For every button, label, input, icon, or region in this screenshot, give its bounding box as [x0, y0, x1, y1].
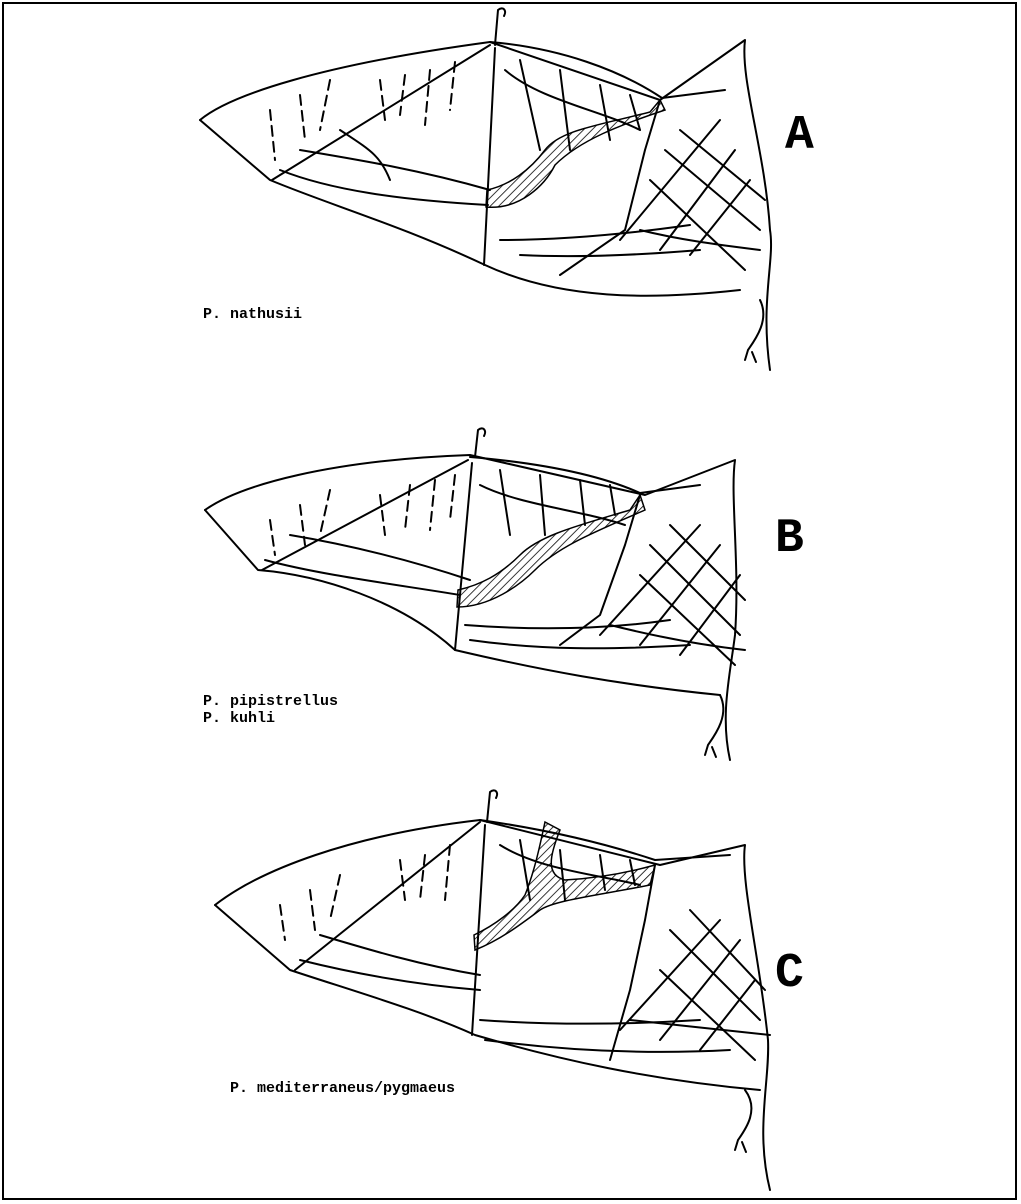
wing-diagram-c — [0, 760, 1021, 1200]
species-label-c-1: P. mediterraneus/pygmaeus — [230, 1080, 455, 1097]
panel-label-b: B — [775, 515, 804, 563]
species-label-b-1: P. pipistrellus — [203, 693, 338, 710]
species-label-b-2: P. kuhli — [203, 710, 275, 727]
panel-label-a: A — [785, 112, 814, 160]
wing-diagram-a — [0, 0, 1021, 390]
species-label-a-1: P. nathusii — [203, 306, 302, 323]
panel-label-c: C — [775, 950, 804, 998]
wing-diagram-b — [0, 385, 1021, 775]
